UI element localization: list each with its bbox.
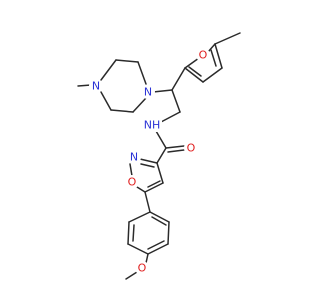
- atom-o-isoxazole: O: [125, 175, 139, 189]
- bond-n-ch: [152, 89, 173, 93]
- bond-ch2-nh: [160, 111, 181, 123]
- bond-pip-2: [115, 59, 139, 63]
- bond-pip-6: [100, 91, 112, 111]
- atom-n-isoxazole: N: [127, 150, 141, 164]
- svg-text:N: N: [92, 80, 100, 93]
- bond-isox-c3-n-inner: [140, 163, 155, 168]
- bond-ph-3-inner: [147, 240, 165, 250]
- bond-isox-c3-n: [139, 158, 158, 164]
- bond-furan-c5-c4: [214, 43, 223, 69]
- bond-isox-o-c5: [136, 186, 146, 193]
- atom-labels: N N O NH O N O O: [89, 48, 210, 275]
- bond-pip-4: [132, 97, 147, 113]
- bonds: [77, 32, 241, 280]
- bond-ph-ome: [145, 253, 149, 264]
- bond-ph-4: [127, 243, 149, 255]
- bond-carbonyl-isox: [156, 147, 167, 164]
- bond-ph-3: [147, 243, 169, 255]
- svg-text:N: N: [144, 86, 152, 99]
- bond-pip-5: [110, 109, 134, 113]
- atom-o-methoxy: O: [135, 261, 149, 275]
- bond-pip-1: [100, 59, 117, 81]
- bond-isox-n-o: [129, 163, 133, 177]
- bond-ph-6: [128, 211, 151, 223]
- bond-carbonyl-1: [165, 145, 185, 149]
- bond-isox-c4-c3: [156, 162, 164, 184]
- atom-nh-amide: NH: [143, 118, 162, 132]
- bond-furan-c5-c4-inner: [210, 49, 217, 67]
- bond-furan-o-c5: [207, 43, 216, 53]
- bond-ome-ch3: [125, 271, 138, 280]
- bond-ph-2: [167, 221, 170, 245]
- bond-ch-ch2: [171, 89, 181, 113]
- bond-ph-5-inner: [132, 224, 135, 242]
- atom-o-furan: O: [196, 48, 210, 62]
- svg-text:NH: NH: [144, 119, 161, 132]
- bond-furan-c3-c2-inner: [188, 66, 202, 77]
- molecule-structure-diagram: N N O NH O N O O: [77, 32, 241, 280]
- bond-isox-c5-c4-inner: [147, 180, 161, 188]
- atom-n-piperazine-methyl: N: [89, 79, 103, 93]
- bond-ph-1-inner: [151, 216, 167, 226]
- svg-text:N: N: [130, 151, 138, 164]
- svg-text:O: O: [199, 49, 208, 62]
- bond-isox-phenyl: [144, 191, 151, 213]
- bond-furan-c4-c3: [202, 67, 223, 83]
- bond-ph-1: [149, 211, 170, 223]
- atom-n-piperazine-attach: N: [141, 85, 155, 99]
- bond-ch-furan: [171, 67, 186, 91]
- bond-pip-3: [137, 61, 147, 85]
- atom-o-carbonyl: O: [184, 141, 198, 155]
- bond-furan-methyl: [214, 32, 241, 45]
- bond-isox-c5-c4: [144, 182, 164, 193]
- bond-ph-5: [127, 221, 130, 245]
- bond-nh-carbonyl: [155, 130, 167, 149]
- svg-text:O: O: [138, 262, 147, 275]
- bond-nmethyl: [77, 84, 92, 87]
- svg-text:O: O: [128, 176, 137, 189]
- bond-furan-c2-o: [184, 57, 200, 69]
- svg-text:O: O: [187, 142, 196, 155]
- bond-furan-c3-c2: [184, 67, 204, 83]
- bond-carbonyl-2: [167, 149, 185, 153]
